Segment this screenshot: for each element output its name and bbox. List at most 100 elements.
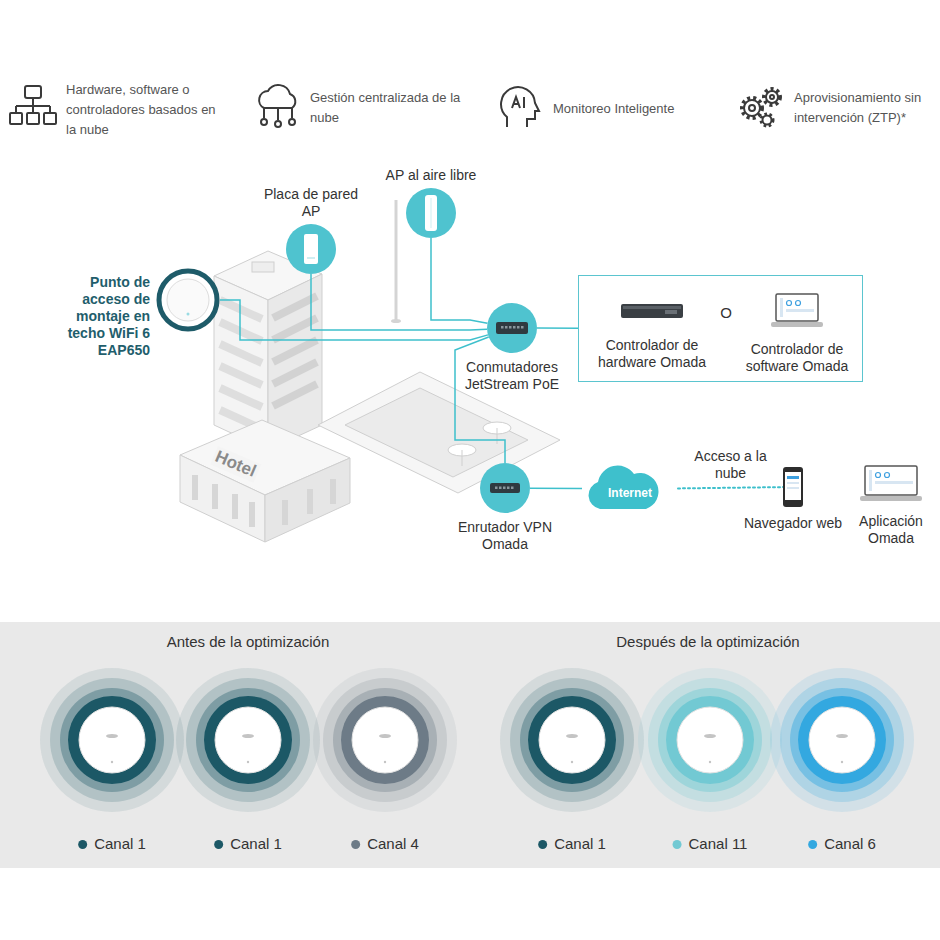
ai-head-icon-part xyxy=(523,97,525,108)
router-port xyxy=(495,487,498,490)
node-shape xyxy=(78,706,146,774)
router-port xyxy=(511,487,514,490)
hierarchy-icon-part xyxy=(25,86,41,98)
laptop-base xyxy=(771,322,823,327)
node-text: Canal 4 xyxy=(367,835,419,853)
laptop-ui xyxy=(780,298,783,317)
ap-logo xyxy=(566,734,578,738)
switch-icon xyxy=(496,322,528,334)
hierarchy-icon-part xyxy=(15,106,17,113)
laptop-ui-bar xyxy=(875,481,913,484)
cloud-access-line xyxy=(678,487,783,488)
node-cloud: Internet xyxy=(582,463,678,515)
cloud-icon-part xyxy=(261,119,267,125)
ap-led xyxy=(247,761,249,763)
node-label: Canal 6 xyxy=(808,835,876,853)
ap-logo xyxy=(106,734,118,738)
hotel-building-part xyxy=(462,450,463,466)
node-text: AP al aire libre xyxy=(366,167,496,184)
phone-ui xyxy=(787,482,799,484)
router-port xyxy=(507,487,510,490)
coverage-rings-before-part xyxy=(186,678,310,802)
node-text: O xyxy=(716,304,736,321)
hotel-building-part-part xyxy=(232,494,238,519)
node-text: Placa de pared AP xyxy=(256,186,366,220)
node-label: Canal 11 xyxy=(673,835,748,853)
hw-controller-panel xyxy=(665,310,677,314)
wall-ap-icon xyxy=(304,234,318,264)
hierarchy-icon-part xyxy=(32,106,34,113)
node-shape xyxy=(406,188,456,238)
switch-port xyxy=(501,326,504,329)
node-plain: Controlador de software Omada xyxy=(771,293,823,329)
router-port xyxy=(499,487,502,490)
hotel-building-part-part xyxy=(307,489,313,514)
device-badge xyxy=(286,224,336,274)
node-shape xyxy=(538,706,606,774)
hierarchy-icon-part xyxy=(44,113,56,124)
laptop-ui-chart xyxy=(796,301,801,306)
node-teal: AP al aire libre xyxy=(406,188,456,238)
node-label: Internet xyxy=(582,485,678,502)
switch-port xyxy=(513,326,516,329)
coverage-rings-before-part xyxy=(204,696,292,784)
node-label: Controlador de hardware Omada xyxy=(587,337,717,371)
cloud-icon-part xyxy=(291,108,293,118)
switch-port xyxy=(509,326,512,329)
coverage-rings-after-part xyxy=(638,668,782,812)
hierarchy-icon-part xyxy=(49,106,51,113)
ap-logo xyxy=(836,734,848,738)
hw-controller-icon xyxy=(621,304,683,318)
channel-dot xyxy=(538,840,547,849)
feature-text: Hardware, software o controladores basad… xyxy=(66,80,216,140)
node-box: O Controlador de hardware Omada Controlado… xyxy=(578,275,863,382)
cloud-icon-part xyxy=(263,108,265,118)
node-text: Canal 1 xyxy=(230,835,282,853)
node-ring-ap: Punto de acceso de montaje en techo WiFi… xyxy=(156,268,220,332)
ap-logo xyxy=(242,734,254,738)
node-shape xyxy=(860,465,922,503)
cloud-icon xyxy=(259,85,295,127)
laptop-ui-chart xyxy=(787,301,792,306)
device-badge xyxy=(480,463,530,513)
outdoor-pole xyxy=(391,200,401,323)
gears-icon-part xyxy=(742,98,762,118)
node-shape xyxy=(808,706,876,774)
cloud-icon-part xyxy=(277,108,279,120)
node-shape xyxy=(621,302,683,320)
node-shape xyxy=(771,293,823,329)
coverage-rings-after-part xyxy=(500,668,644,812)
edge-label: Acceso a la nube xyxy=(681,448,781,482)
coverage-rings-before-part xyxy=(68,696,156,784)
node-shape xyxy=(480,463,530,513)
node-label: Canal 1 xyxy=(214,835,282,853)
hotel-building-part-part xyxy=(330,479,336,504)
gears-icon-part xyxy=(749,105,755,111)
node-text: Punto de acceso de montaje en techo WiFi… xyxy=(54,274,150,359)
coverage-rings-after-part xyxy=(648,678,772,802)
hotel-building-part-part xyxy=(282,500,288,525)
hotel-building-part-part xyxy=(220,388,262,407)
coverage-rings-before-part xyxy=(60,688,164,792)
node-dev: Canal 1 xyxy=(214,706,282,774)
node-shape xyxy=(351,706,419,774)
node-text: Controlador de hardware Omada xyxy=(587,337,717,371)
router-icon xyxy=(490,483,520,493)
channel-dot xyxy=(808,840,817,849)
section-heading: Antes de la optimización xyxy=(128,632,368,652)
node-label: Aplicación Omada xyxy=(851,513,931,547)
hotel-building-part-part xyxy=(273,340,317,362)
node-label: Canal 4 xyxy=(351,835,419,853)
node-dev: Canal 4 xyxy=(351,706,419,774)
hotel-building xyxy=(180,251,560,542)
switch-port xyxy=(505,326,508,329)
hotel-building-part-part xyxy=(220,344,262,363)
outdoor-pole-part xyxy=(395,200,398,320)
laptop-screen xyxy=(865,466,917,495)
coverage-rings-before-part xyxy=(313,668,457,812)
coverage-rings-before-part xyxy=(176,668,320,812)
coverage-rings-before-part xyxy=(323,678,447,802)
cloud-icon-part xyxy=(259,85,295,108)
gears-icon-part xyxy=(764,89,780,105)
